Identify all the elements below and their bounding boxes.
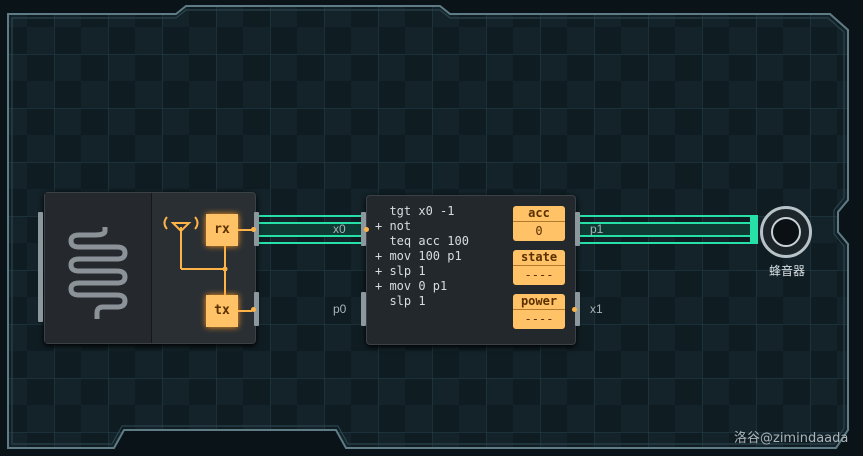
- mcu-pin-p1[interactable]: [575, 212, 580, 246]
- mcu-code-editor[interactable]: tgt x0 -1+ not teq acc 100+ mov 100 p1+ …: [375, 204, 469, 308]
- wire-x0: [258, 215, 362, 244]
- port-label-p1: p1: [590, 222, 604, 236]
- port-label-p0: p0: [333, 302, 347, 316]
- register-state: state----: [513, 250, 565, 285]
- mcu-pin-p0[interactable]: [361, 292, 366, 326]
- port-label-x1: x1: [590, 302, 603, 316]
- rx-port-dot: [251, 227, 256, 232]
- wire-p1: [578, 215, 755, 244]
- antenna-circuit: [163, 216, 228, 303]
- mcu-pin-x0[interactable]: [361, 212, 366, 246]
- mcu-module[interactable]: tgt x0 -1+ not teq acc 100+ mov 100 p1+ …: [366, 195, 576, 345]
- radio-module[interactable]: rx tx: [44, 192, 256, 344]
- radio-pin-rx[interactable]: [254, 212, 259, 246]
- radio-left-pin[interactable]: [38, 212, 43, 322]
- radio-pin-tx[interactable]: [254, 292, 259, 326]
- buzzer[interactable]: [760, 206, 812, 258]
- mcu-pin-x1[interactable]: [575, 292, 580, 326]
- register-power: power----: [513, 294, 565, 329]
- x1-port-dot: [572, 307, 577, 312]
- watermark: 洛谷@zimindaada: [734, 431, 849, 446]
- tx-register: tx: [206, 295, 238, 327]
- buzzer-label: 蜂音器: [769, 264, 806, 278]
- rx-register: rx: [206, 214, 238, 246]
- tx-port-dot: [251, 307, 256, 312]
- coil-icon: [68, 227, 128, 319]
- port-label-x0: x0: [333, 222, 346, 236]
- buzzer-icon: [771, 217, 801, 247]
- x0-port-dot: [364, 227, 369, 232]
